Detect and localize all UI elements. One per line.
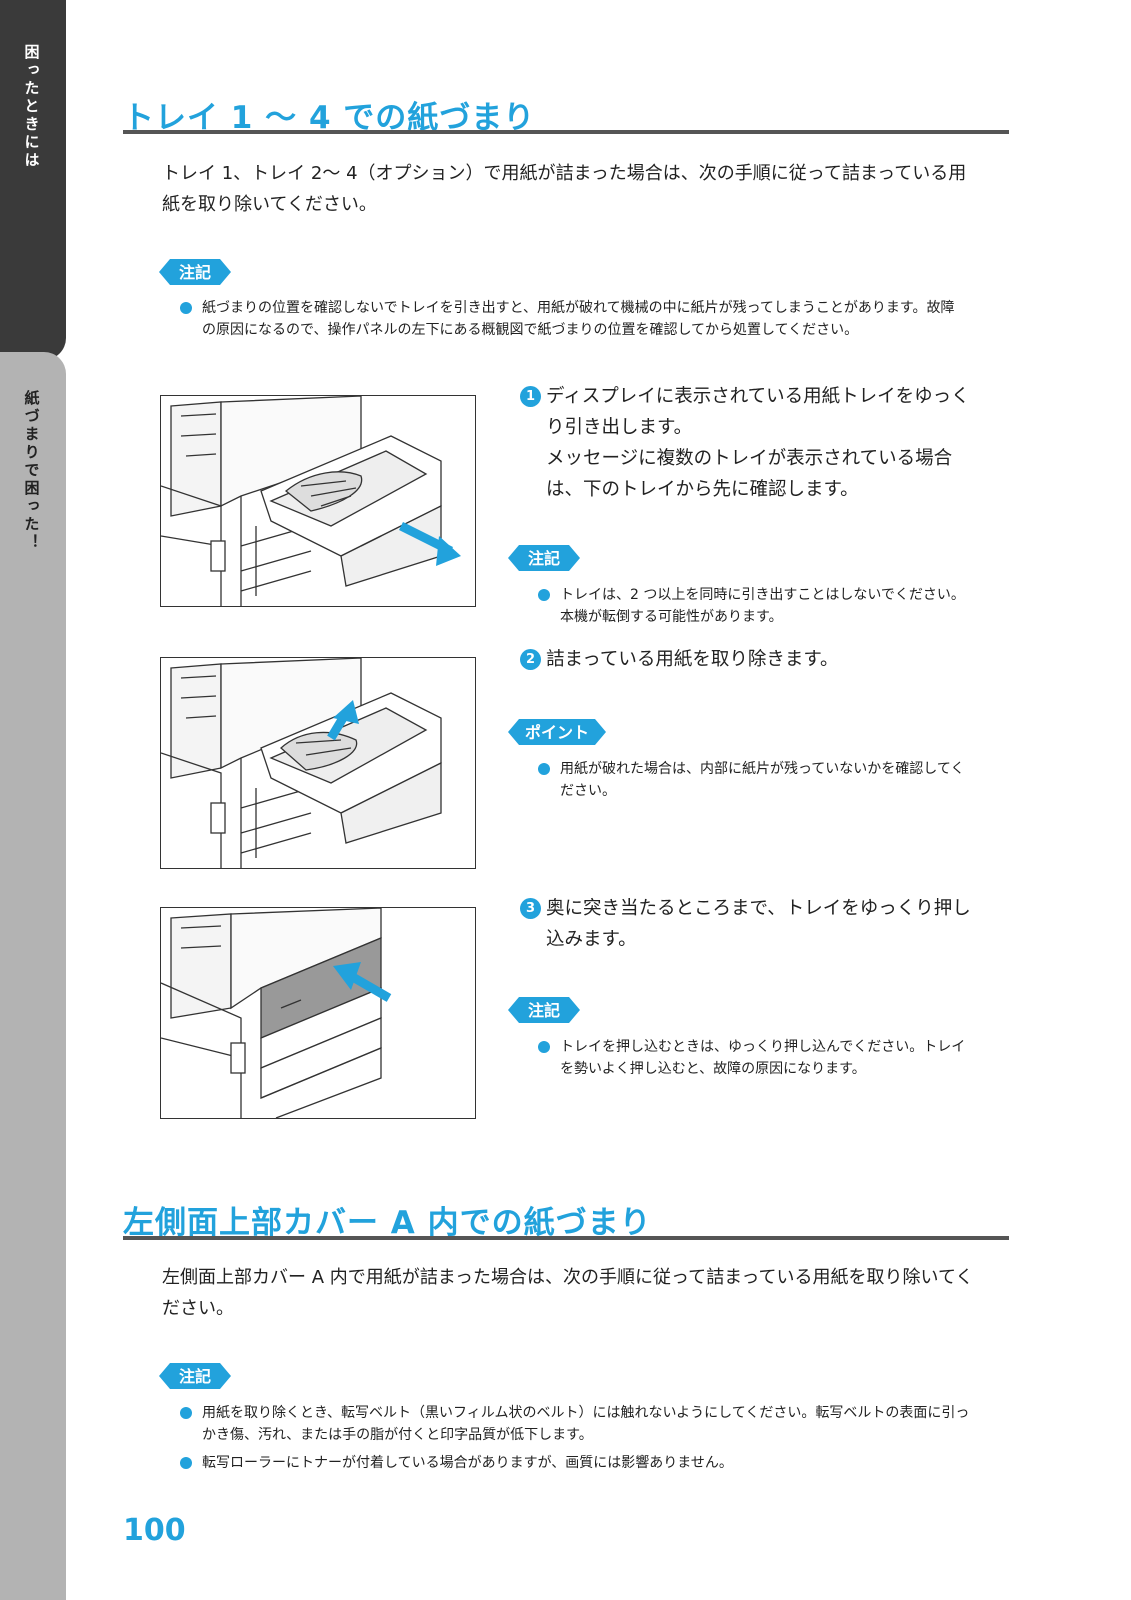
step-number-badge: 2: [520, 649, 541, 670]
bullet-icon: [538, 1041, 550, 1053]
step-3-notes: トレイを押し込むときは、ゆっくり押し込んでください。トレイを勢いよく押し込むと、…: [538, 1036, 968, 1086]
list-item: トレイは、2 つ以上を同時に引き出すことはしないでください。本機が転倒する可能性…: [538, 584, 968, 628]
step-1-notes: トレイは、2 つ以上を同時に引き出すことはしないでください。本機が転倒する可能性…: [538, 584, 968, 634]
step-1: 1 ディスプレイに表示されている用紙トレイをゆっくり引き出します。 メッセージに…: [520, 381, 980, 505]
sidebar-chapter-label[interactable]: 困ったときには: [22, 44, 41, 170]
note-text: 用紙が破れた場合は、内部に紙片が残っていないかを確認してください。: [560, 761, 965, 799]
list-item: トレイを押し込むときは、ゆっくり押し込んでください。トレイを勢いよく押し込むと、…: [538, 1036, 968, 1080]
note-badge-label: 注記: [528, 549, 560, 568]
section2-title: 左側面上部カバー A 内での紙づまり: [123, 1205, 652, 1241]
point-badge-label: ポイント: [525, 723, 589, 742]
list-item: 紙づまりの位置を確認しないでトレイを引き出すと、用紙が破れて機械の中に紙片が残っ…: [180, 297, 960, 341]
note-badge-label: 注記: [528, 1001, 560, 1020]
bullet-icon: [180, 1457, 192, 1469]
step-text: ディスプレイに表示されている用紙トレイをゆっくり引き出します。: [546, 386, 970, 438]
step-2: 2 詰まっている用紙を取り除きます。: [520, 644, 980, 675]
section2-intro: 左側面上部カバー A 内で用紙が詰まった場合は、次の手順に従って詰まっている用紙…: [162, 1267, 974, 1319]
note-text: 用紙を取り除くとき、転写ベルト（黒いフィルム状のベルト）には触れないようにしてく…: [202, 1405, 970, 1443]
note-text: 転写ローラーにトナーが付着している場合がありますが、画質には影響ありません。: [202, 1455, 733, 1471]
sidebar-tab-dark: [0, 0, 66, 360]
section2-rule: [123, 1236, 1009, 1240]
note-badge: 注記: [158, 1362, 232, 1389]
note-badge: 注記: [507, 544, 581, 571]
section2-notes: 用紙を取り除くとき、転写ベルト（黒いフィルム状のベルト）には触れないようにしてく…: [180, 1402, 970, 1480]
step-text: 詰まっている用紙を取り除きます。: [546, 649, 839, 670]
section1-notes: 紙づまりの位置を確認しないでトレイを引き出すと、用紙が破れて機械の中に紙片が残っ…: [180, 297, 960, 347]
list-item: 転写ローラーにトナーが付着している場合がありますが、画質には影響ありません。: [180, 1452, 970, 1474]
page-number: 100: [123, 1513, 186, 1548]
bullet-icon: [180, 302, 192, 314]
step-number-badge: 1: [520, 386, 541, 407]
step-3: 3 奥に突き当たるところまで、トレイをゆっくり押し込みます。: [520, 893, 980, 955]
note-badge: 注記: [507, 996, 581, 1023]
bullet-icon: [538, 763, 550, 775]
section1-rule: [123, 130, 1009, 134]
note-text: 紙づまりの位置を確認しないでトレイを引き出すと、用紙が破れて機械の中に紙片が残っ…: [202, 300, 955, 338]
section1-intro: トレイ 1、トレイ 2〜 4（オプション）で用紙が詰まった場合は、次の手順に従っ…: [162, 163, 967, 215]
note-badge: 注記: [158, 258, 232, 285]
figure-remove-paper: [160, 657, 476, 869]
step-number-badge: 3: [520, 898, 541, 919]
step-text-secondary: メッセージに複数のトレイが表示されている場合は、下のトレイから先に確認します。: [546, 448, 953, 500]
sidebar-section-label[interactable]: 紙づまりで困った！: [22, 390, 41, 552]
note-badge-label: 注記: [179, 1367, 211, 1386]
note-text: トレイは、2 つ以上を同時に引き出すことはしないでください。本機が転倒する可能性…: [560, 587, 965, 625]
step-2-notes: 用紙が破れた場合は、内部に紙片が残っていないかを確認してください。: [538, 758, 968, 808]
bullet-icon: [180, 1407, 192, 1419]
bullet-icon: [538, 589, 550, 601]
note-text: トレイを押し込むときは、ゆっくり押し込んでください。トレイを勢いよく押し込むと、…: [560, 1039, 966, 1077]
figure-tray-push: [160, 907, 476, 1119]
list-item: 用紙が破れた場合は、内部に紙片が残っていないかを確認してください。: [538, 758, 968, 802]
figure-tray-pull: [160, 395, 476, 607]
point-badge: ポイント: [507, 718, 607, 745]
note-badge-label: 注記: [179, 263, 211, 282]
list-item: 用紙を取り除くとき、転写ベルト（黒いフィルム状のベルト）には触れないようにしてく…: [180, 1402, 970, 1446]
sidebar-tab-light: [0, 352, 66, 1600]
step-text: 奥に突き当たるところまで、トレイをゆっくり押し込みます。: [546, 898, 971, 950]
